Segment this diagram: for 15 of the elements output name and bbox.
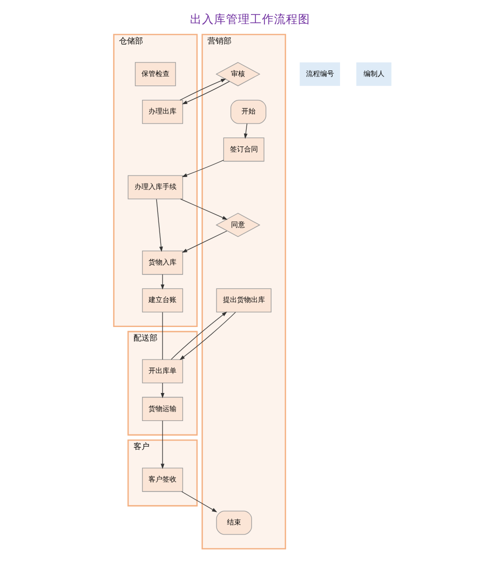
arrow bbox=[244, 123, 248, 139]
arrow bbox=[182, 230, 228, 253]
arrow bbox=[170, 312, 228, 360]
arrow bbox=[182, 160, 224, 177]
connector bbox=[162, 312, 163, 360]
arrow bbox=[182, 80, 230, 104]
arrow bbox=[181, 491, 218, 512]
diagram-title: 出入库管理工作流程图 bbox=[190, 12, 310, 26]
arrow bbox=[180, 312, 236, 360]
arrow bbox=[180, 198, 228, 220]
arrow bbox=[156, 198, 163, 252]
arrow bbox=[160, 420, 164, 469]
arrow bbox=[180, 78, 226, 100]
arrow bbox=[160, 274, 164, 290]
arrow bbox=[160, 382, 164, 398]
